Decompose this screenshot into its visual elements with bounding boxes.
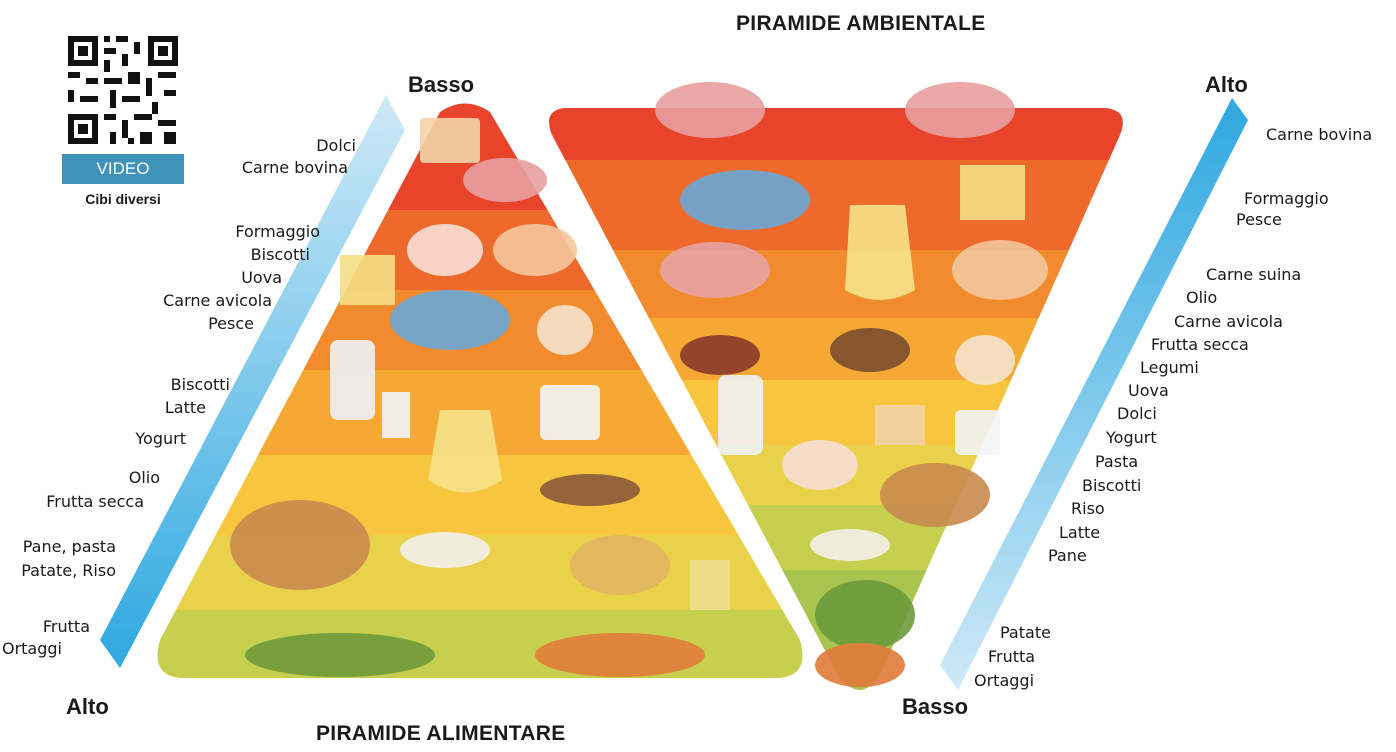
cheese-illustration bbox=[340, 255, 395, 305]
nuts-illustration bbox=[540, 474, 640, 506]
pasta-illustration bbox=[690, 560, 730, 610]
cookies-illustration bbox=[407, 224, 483, 276]
food-label-carne-bovina: Carne bovina bbox=[200, 157, 348, 179]
env-fish-illustration bbox=[680, 170, 810, 230]
env-label-pane: Pane bbox=[1048, 545, 1087, 567]
video-qr-box[interactable]: VIDEO bbox=[62, 30, 184, 182]
food-pyramid-top-label: Basso bbox=[408, 72, 474, 98]
env-label-carne-avicola: Carne avicola bbox=[1174, 311, 1283, 333]
env-oil-jug-illustration bbox=[845, 205, 915, 300]
env-beef-illustration-2 bbox=[905, 82, 1015, 138]
food-label-frutta-secca: Frutta secca bbox=[20, 491, 144, 513]
food-label-dolci: Dolci bbox=[200, 135, 356, 157]
env-label-frutta-secca: Frutta secca bbox=[1151, 334, 1249, 356]
environmental-pyramid-bottom-label: Basso bbox=[902, 694, 968, 720]
env-label-carne-bovina: Carne bovina bbox=[1266, 124, 1372, 146]
env-label-carne-suina: Carne suina bbox=[1206, 264, 1301, 286]
video-caption: Cibi diversi bbox=[52, 191, 194, 207]
env-label-riso: Riso bbox=[1071, 498, 1105, 520]
env-label-biscotti: Biscotti bbox=[1082, 475, 1141, 497]
potatoes-illustration bbox=[570, 535, 670, 595]
env-milk-bottle-illustration bbox=[718, 375, 763, 455]
env-label-yogurt: Yogurt bbox=[1106, 427, 1157, 449]
chicken-illustration bbox=[493, 224, 577, 276]
cake-illustration bbox=[420, 118, 480, 163]
milk-bottle-illustration bbox=[330, 340, 375, 420]
environmental-pyramid-band bbox=[530, 160, 1150, 250]
food-label-biscotti-2: Biscotti bbox=[120, 374, 230, 396]
vegetables-illustration bbox=[245, 633, 435, 677]
env-chicken-illustration bbox=[952, 240, 1048, 300]
env-ham-illustration bbox=[660, 242, 770, 298]
food-label-carne-avicola: Carne avicola bbox=[120, 290, 272, 312]
glass-milk-illustration bbox=[382, 392, 410, 438]
env-legumes-illustration bbox=[680, 335, 760, 375]
env-label-patate: Patate bbox=[1000, 622, 1051, 644]
food-label-biscotti: Biscotti bbox=[160, 244, 310, 266]
eggs-illustration bbox=[537, 305, 593, 355]
fruit-illustration bbox=[535, 633, 705, 677]
food-label-pane-pasta: Pane, pasta bbox=[0, 536, 116, 558]
food-pyramid-bottom-label: Alto bbox=[66, 694, 109, 720]
food-label-ortaggi: Ortaggi bbox=[0, 638, 62, 660]
yogurt-illustration bbox=[540, 385, 600, 440]
environmental-pyramid-top-label: Alto bbox=[1205, 72, 1248, 98]
food-pyramid-band bbox=[100, 610, 860, 685]
env-cake-illustration bbox=[875, 405, 925, 445]
qr-code-icon bbox=[62, 30, 184, 150]
env-label-formaggio: Formaggio bbox=[1244, 188, 1329, 210]
env-label-pesce: Pesce bbox=[1236, 209, 1282, 231]
food-pyramid-title: PIRAMIDE ALIMENTARE bbox=[316, 722, 566, 746]
env-fruit-illustration bbox=[815, 643, 905, 687]
oil-jug-illustration bbox=[428, 410, 502, 493]
env-label-frutta: Frutta bbox=[988, 646, 1035, 668]
env-label-legumi: Legumi bbox=[1140, 357, 1199, 379]
food-label-patate-riso: Patate, Riso bbox=[0, 560, 116, 582]
food-label-frutta: Frutta bbox=[0, 616, 90, 638]
env-cookies-illustration bbox=[782, 440, 858, 490]
env-label-ortaggi: Ortaggi bbox=[974, 670, 1034, 692]
env-label-uova: Uova bbox=[1128, 380, 1169, 402]
food-label-pesce: Pesce bbox=[120, 313, 254, 335]
fish-illustration bbox=[390, 290, 510, 350]
food-label-olio: Olio bbox=[90, 467, 160, 489]
env-yogurt-illustration bbox=[955, 410, 1000, 455]
bread-illustration bbox=[230, 500, 370, 590]
env-cheese-illustration bbox=[960, 165, 1025, 220]
env-rice-illustration bbox=[810, 529, 890, 561]
env-vegetables-illustration bbox=[815, 580, 915, 650]
env-eggs-illustration bbox=[955, 335, 1015, 385]
environmental-pyramid-band bbox=[530, 95, 1150, 160]
food-label-yogurt: Yogurt bbox=[90, 428, 186, 450]
env-label-dolci: Dolci bbox=[1117, 403, 1157, 425]
env-beef-illustration bbox=[655, 82, 765, 138]
food-label-formaggio: Formaggio bbox=[160, 221, 320, 243]
env-nuts-illustration bbox=[830, 328, 910, 372]
env-bread-illustration bbox=[880, 463, 990, 527]
food-label-uova: Uova bbox=[160, 267, 282, 289]
food-label-latte: Latte bbox=[120, 397, 206, 419]
env-label-latte: Latte bbox=[1059, 522, 1100, 544]
environmental-pyramid-band bbox=[530, 250, 1150, 318]
env-label-olio: Olio bbox=[1186, 287, 1217, 309]
rice-illustration bbox=[400, 532, 490, 568]
beef-illustration bbox=[463, 158, 547, 202]
env-label-pasta: Pasta bbox=[1095, 451, 1138, 473]
environmental-pyramid-title: PIRAMIDE AMBIENTALE bbox=[736, 12, 986, 36]
video-tag[interactable]: VIDEO bbox=[62, 154, 184, 184]
